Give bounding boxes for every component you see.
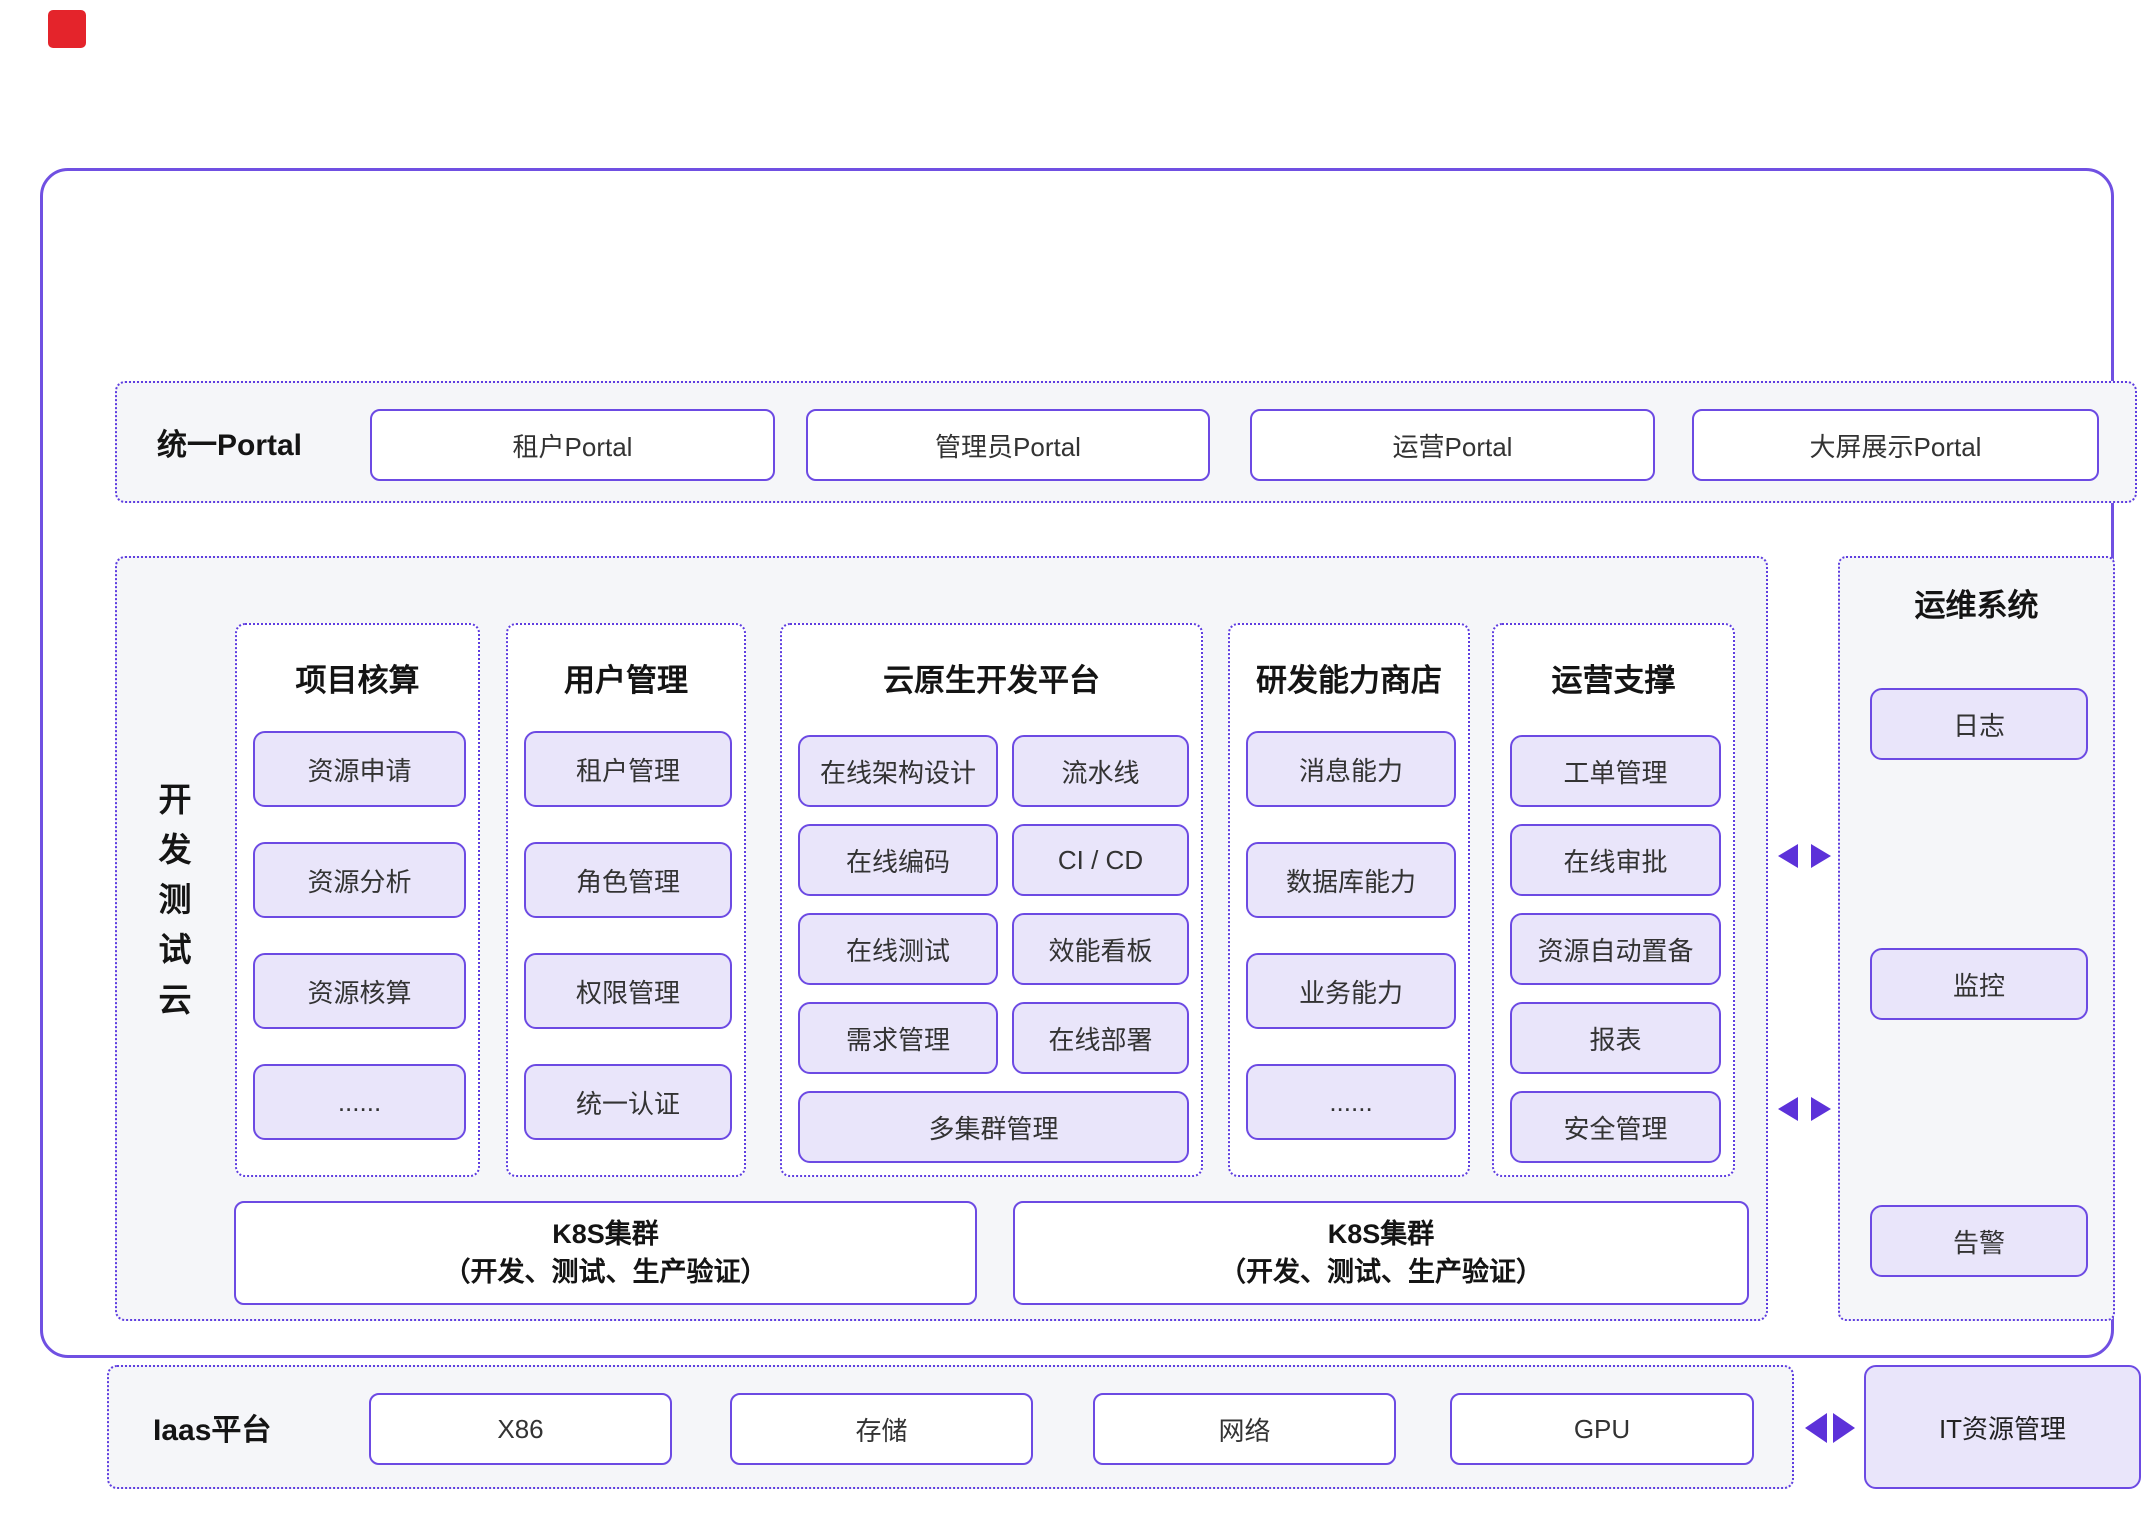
left-arrow-icon <box>1805 1413 1827 1443</box>
iaas-box-x86: X86 <box>369 1393 672 1465</box>
item-box: 业务能力 <box>1246 953 1456 1029</box>
column-project-accounting: 项目核算 资源申请 资源分析 资源核算 ...... <box>235 623 480 1177</box>
item-box: 消息能力 <box>1246 731 1456 807</box>
dev-test-cloud-section: 开 发 测 试 云 项目核算 资源申请 资源分析 资源核算 ...... 用户管… <box>115 556 1768 1321</box>
ops-item-alert: 告警 <box>1870 1205 2088 1277</box>
ops-item-monitor: 监控 <box>1870 948 2088 1020</box>
item-box: 资源申请 <box>253 731 466 807</box>
item-box: 数据库能力 <box>1246 842 1456 918</box>
item-box: 报表 <box>1510 1002 1721 1074</box>
it-resource-management-box: IT资源管理 <box>1864 1365 2141 1489</box>
iaas-section: Iaas平台 X86 存储 网络 GPU <box>107 1365 1794 1489</box>
item-box: 统一认证 <box>524 1064 732 1140</box>
vlabel-char: 开 <box>158 781 192 818</box>
column-operation-support: 运营支撑 工单管理 在线审批 资源自动置备 报表 安全管理 <box>1492 623 1735 1177</box>
k8s-title: K8S集群 <box>552 1219 659 1249</box>
item-box: 在线部署 <box>1012 1002 1189 1074</box>
column-title: 研发能力商店 <box>1256 663 1442 698</box>
item-box: 资源自动置备 <box>1510 913 1721 985</box>
item-box: 在线测试 <box>798 913 998 985</box>
bidirectional-arrows <box>1805 1413 1855 1443</box>
k8s-subtitle: （开发、测试、生产验证） <box>443 1257 768 1287</box>
ops-system-title: 运维系统 <box>1914 588 2039 623</box>
column-title: 云原生开发平台 <box>883 663 1100 698</box>
column-user-management: 用户管理 租户管理 角色管理 权限管理 统一认证 <box>506 623 746 1177</box>
portal-section-label: 统一Portal <box>157 429 303 462</box>
column-title: 用户管理 <box>564 663 688 698</box>
item-box: 资源分析 <box>253 842 466 918</box>
k8s-subtitle: （开发、测试、生产验证） <box>1219 1257 1543 1287</box>
right-arrow-icon <box>1833 1413 1855 1443</box>
item-box: CI / CD <box>1012 824 1189 896</box>
right-arrow-icon <box>1811 844 1831 868</box>
red-badge <box>48 10 86 48</box>
portal-section: 统一Portal 租户Portal 管理员Portal 运营Portal 大屏展… <box>115 381 2137 503</box>
k8s-cluster-box: K8S集群 （开发、测试、生产验证） <box>234 1201 977 1305</box>
item-box: 角色管理 <box>524 842 732 918</box>
column-capability-store: 研发能力商店 消息能力 数据库能力 业务能力 ...... <box>1228 623 1470 1177</box>
ops-system-panel: 运维系统 日志 监控 告警 <box>1838 556 2115 1321</box>
item-box-multi-cluster: 多集群管理 <box>798 1091 1189 1163</box>
bidirectional-arrows <box>1778 844 1831 868</box>
item-box: 租户管理 <box>524 731 732 807</box>
item-box: 流水线 <box>1012 735 1189 807</box>
item-box: 安全管理 <box>1510 1091 1721 1163</box>
right-arrow-icon <box>1811 1097 1831 1121</box>
portal-box-tenant: 租户Portal <box>370 409 775 481</box>
item-box: 工单管理 <box>1510 735 1721 807</box>
portal-box-bigscreen: 大屏展示Portal <box>1692 409 2099 481</box>
column-cloud-native-platform: 云原生开发平台 在线架构设计 流水线 在线编码 CI / CD 在线测试 效能看… <box>780 623 1203 1177</box>
item-box: ...... <box>1246 1064 1456 1140</box>
outer-frame: 统一Portal 租户Portal 管理员Portal 运营Portal 大屏展… <box>40 168 2141 1489</box>
bidirectional-arrows <box>1778 1097 1831 1121</box>
column-title: 运营支撑 <box>1551 663 1676 698</box>
iaas-box-gpu: GPU <box>1450 1393 1754 1465</box>
left-arrow-icon <box>1778 844 1798 868</box>
k8s-cluster-box: K8S集群 （开发、测试、生产验证） <box>1013 1201 1749 1305</box>
k8s-title: K8S集群 <box>1327 1219 1435 1249</box>
item-box: 效能看板 <box>1012 913 1189 985</box>
vlabel-char: 试 <box>158 931 192 968</box>
item-box: 在线审批 <box>1510 824 1721 896</box>
left-arrow-icon <box>1778 1097 1798 1121</box>
item-box: 在线架构设计 <box>798 735 998 807</box>
portal-box-admin: 管理员Portal <box>806 409 1210 481</box>
item-box: ...... <box>253 1064 466 1140</box>
vlabel-char: 云 <box>158 981 192 1018</box>
vlabel-char: 发 <box>158 831 192 868</box>
iaas-box-network: 网络 <box>1093 1393 1396 1465</box>
portal-box-operation: 运营Portal <box>1250 409 1655 481</box>
item-box: 资源核算 <box>253 953 466 1029</box>
item-box: 需求管理 <box>798 1002 998 1074</box>
dev-test-cloud-label: 开 发 测 试 云 <box>153 775 197 1025</box>
item-box: 在线编码 <box>798 824 998 896</box>
vlabel-char: 测 <box>158 881 192 918</box>
iaas-box-storage: 存储 <box>730 1393 1033 1465</box>
iaas-section-label: Iaas平台 <box>153 1414 272 1447</box>
ops-item-log: 日志 <box>1870 688 2088 760</box>
column-title: 项目核算 <box>295 663 420 698</box>
item-box: 权限管理 <box>524 953 732 1029</box>
